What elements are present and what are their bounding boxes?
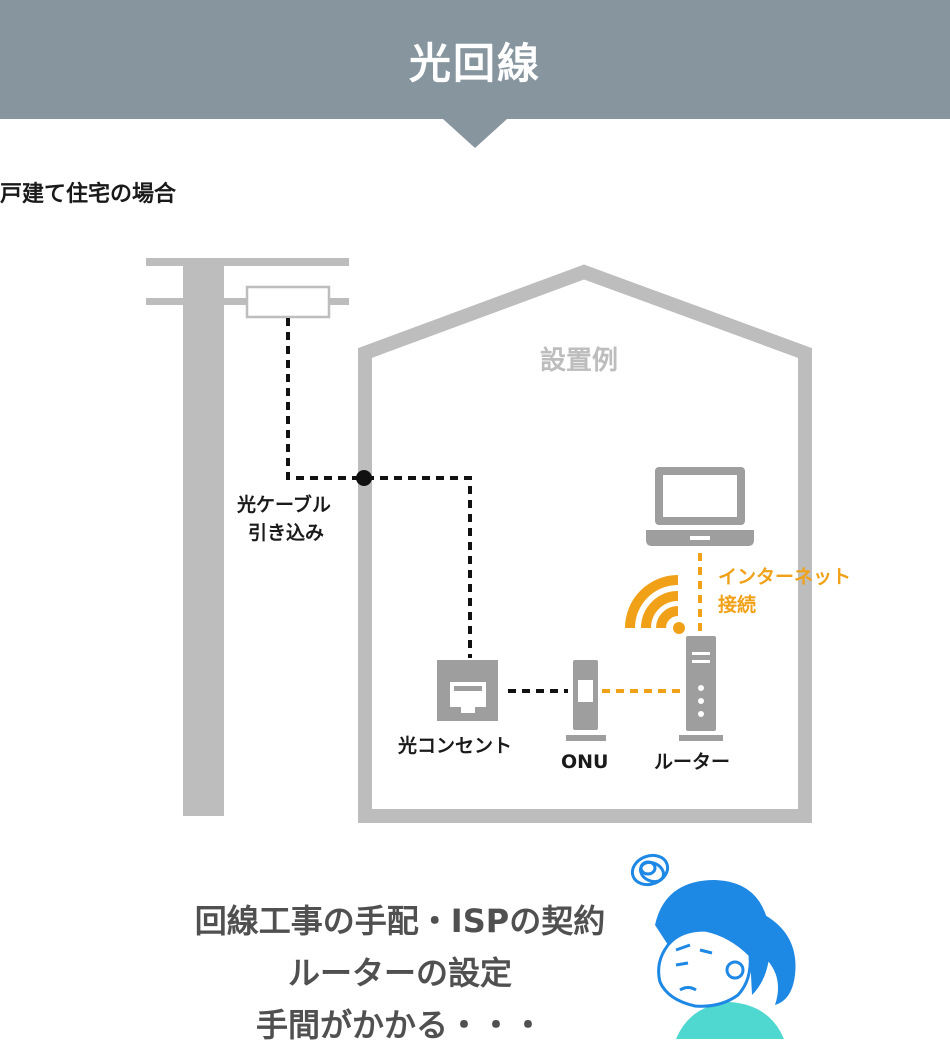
internet-label-line2: 接続 [718,594,757,616]
fiber-cable [286,318,568,693]
page-title: 光回線 [408,39,541,88]
laptop-icon [646,467,754,546]
cable-label-line1: 光ケーブル [237,494,331,516]
internet-label-line1: インターネット [718,566,852,588]
router-icon [679,636,723,741]
optical-outlet-icon [437,660,498,721]
header-banner [0,0,950,119]
confused-person-icon [630,853,796,1039]
wifi-icon [625,575,679,629]
utility-pole-icon [146,258,349,816]
onu-icon [566,660,606,741]
hassle-message: 回線工事の手配・ISPの契約 ルーターの設定 手間がかかる・・・ [150,895,650,1051]
banner-pointer [443,119,507,148]
room-label: 設置例 [540,346,619,376]
cable-junction [356,470,372,486]
router-label: ルーター [654,751,731,773]
cable-label-line2: 引き込み [248,522,325,544]
outlet-label: 光コンセント [398,735,513,757]
message-line-3: 手間がかかる・・・ [255,1006,544,1044]
subtitle: 戸建て住宅の場合 [0,182,177,207]
message-line-1: 回線工事の手配・ISPの契約 [194,902,606,940]
message-line-2: ルーターの設定 [287,954,512,992]
onu-label: ONU [561,751,609,773]
